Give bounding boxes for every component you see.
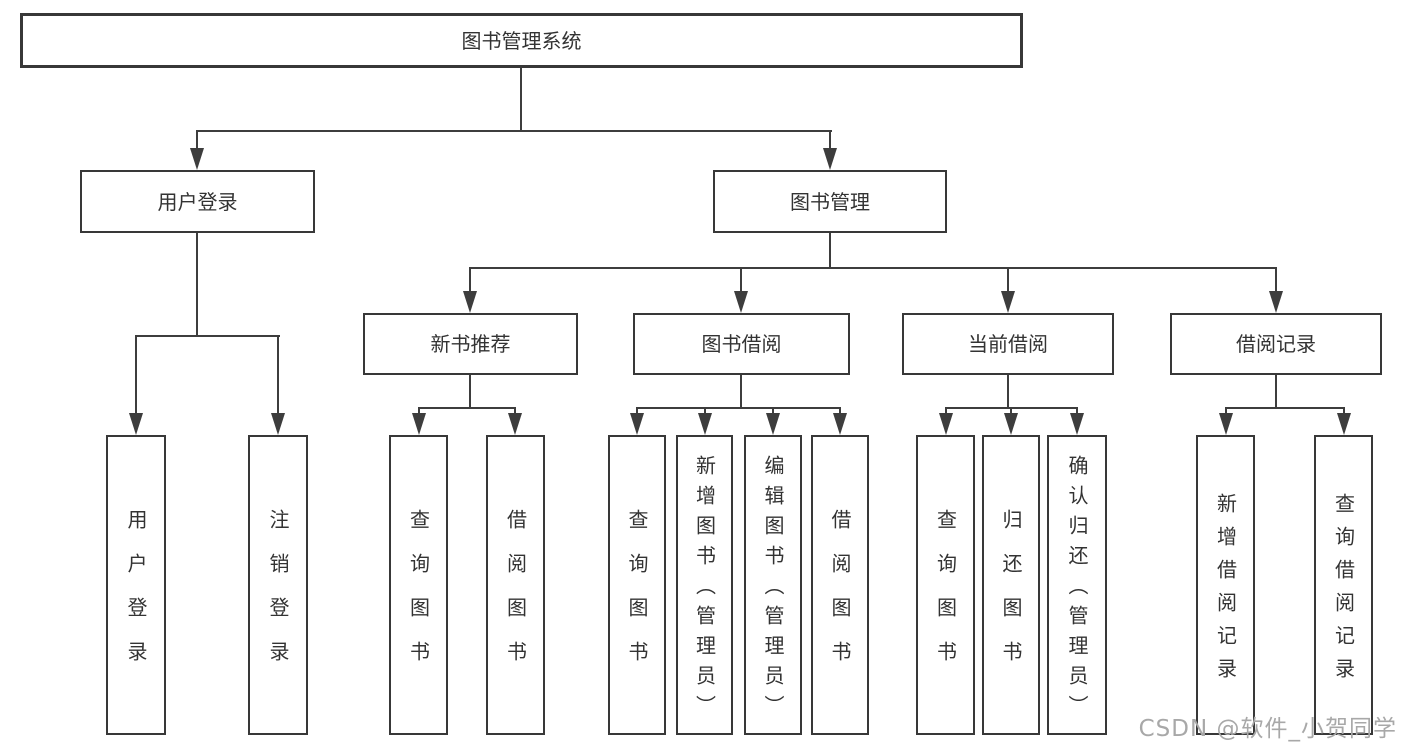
leaf-borrow-edit-books-admin: 编辑图书（管理员） — [744, 435, 802, 735]
leaf-current-query-books: 查询图书 — [916, 435, 975, 735]
leaf-current-query-books-label: 查询图书 — [933, 509, 958, 685]
arrowhead-recommend — [463, 291, 477, 313]
node-book-borrow-label: 图书借阅 — [701, 332, 782, 356]
arrowhead-user-login — [190, 148, 204, 170]
arrowhead-records-leaf1 — [1219, 413, 1233, 435]
node-book-management-label: 图书管理 — [790, 189, 870, 214]
arrowhead-current-leaf1 — [939, 413, 953, 435]
csdn-watermark: CSDN @软件_小贺同学 — [1138, 716, 1397, 742]
connector-current-stem — [1007, 375, 1009, 409]
arrowhead-borrow-leaf3 — [766, 413, 780, 435]
connector-records-bar — [1225, 407, 1345, 409]
arrowhead-records-leaf2 — [1337, 413, 1351, 435]
connector-recommend-bar — [418, 407, 516, 409]
arrowhead-borrow-leaf2 — [698, 413, 712, 435]
leaf-borrow-query-books: 查询图书 — [608, 435, 666, 735]
node-library-management-system: 图书管理系统 — [20, 13, 1023, 68]
leaf-borrow-add-books-admin: 新增图书（管理员） — [676, 435, 733, 735]
node-library-management-system-label: 图书管理系统 — [461, 28, 582, 53]
node-book-borrow: 图书借阅 — [633, 313, 850, 375]
connector-drop-user-login — [196, 130, 198, 150]
connector-drop-login-leaf1 — [135, 335, 137, 413]
leaf-user-login: 用户登录 — [106, 435, 166, 735]
leaf-records-query-record-label: 查询借阅记录 — [1331, 492, 1356, 691]
arrowhead-borrow-leaf4 — [833, 413, 847, 435]
arrowhead-book-management — [823, 148, 837, 170]
leaf-borrow-borrow-books: 借阅图书 — [811, 435, 869, 735]
connector-drop-current — [1007, 267, 1009, 293]
arrowhead-recommend-leaf2 — [508, 413, 522, 435]
leaf-current-return-books-label: 归还图书 — [999, 509, 1023, 685]
arrowhead-borrow-leaf1 — [630, 413, 644, 435]
leaf-current-confirm-return-admin-label: 确认归还（管理员） — [1065, 455, 1089, 725]
connector-drop-borrow-leaf1 — [636, 407, 638, 415]
connector-drop-borrow-leaf2 — [704, 407, 706, 415]
leaf-recommend-borrow-books: 借阅图书 — [486, 435, 545, 735]
leaf-records-add-record-label: 新增借阅记录 — [1213, 492, 1238, 691]
node-new-book-recommend-label: 新书推荐 — [430, 332, 511, 356]
leaf-borrow-add-books-admin-label: 新增图书（管理员） — [692, 455, 717, 725]
arrowhead-current — [1001, 291, 1015, 313]
connector-drop-recommend-leaf2 — [514, 407, 516, 415]
leaf-records-add-record: 新增借阅记录 — [1196, 435, 1255, 735]
connector-drop-book-management — [829, 130, 831, 150]
connector-user-login-stem — [196, 233, 198, 337]
connector-drop-current-leaf2 — [1010, 407, 1012, 415]
leaf-recommend-borrow-books-label: 借阅图书 — [503, 509, 528, 685]
leaf-borrow-edit-books-admin-label: 编辑图书（管理员） — [761, 455, 785, 725]
leaf-borrow-query-books-label: 查询图书 — [625, 509, 649, 685]
connector-root-stem — [520, 68, 522, 131]
leaf-logout-label: 注销登录 — [266, 509, 290, 685]
node-current-borrow: 当前借阅 — [902, 313, 1114, 375]
connector-drop-borrow — [740, 267, 742, 293]
leaf-current-confirm-return-admin: 确认归还（管理员） — [1047, 435, 1107, 735]
leaf-current-return-books: 归还图书 — [982, 435, 1040, 735]
connector-drop-records-leaf1 — [1225, 407, 1227, 415]
connector-drop-recommend-leaf1 — [418, 407, 420, 415]
connector-records-stem — [1275, 375, 1277, 409]
connector-drop-records-leaf2 — [1343, 407, 1345, 415]
node-borrow-records: 借阅记录 — [1170, 313, 1382, 375]
connector-drop-current-leaf1 — [945, 407, 947, 415]
connector-user-login-bar — [135, 335, 280, 337]
arrowhead-recommend-leaf1 — [412, 413, 426, 435]
leaf-recommend-query-books: 查询图书 — [389, 435, 448, 735]
connector-drop-current-leaf3 — [1076, 407, 1078, 415]
leaf-user-login-label: 用户登录 — [124, 509, 148, 685]
arrowhead-login-leaf2 — [271, 413, 285, 435]
leaf-recommend-query-books-label: 查询图书 — [406, 509, 431, 685]
leaf-logout: 注销登录 — [248, 435, 308, 735]
node-user-login-label: 用户登录 — [157, 189, 238, 214]
connector-borrow-stem — [740, 375, 742, 409]
arrowhead-records — [1269, 291, 1283, 313]
connector-drop-login-leaf2 — [277, 335, 279, 413]
arrowhead-current-leaf2 — [1004, 413, 1018, 435]
connector-root-bar — [196, 130, 832, 132]
node-user-login: 用户登录 — [80, 170, 315, 233]
leaf-records-query-record: 查询借阅记录 — [1314, 435, 1373, 735]
connector-drop-borrow-leaf4 — [839, 407, 841, 415]
node-new-book-recommend: 新书推荐 — [363, 313, 578, 375]
connector-book-management-bar — [469, 267, 1277, 269]
node-current-borrow-label: 当前借阅 — [968, 332, 1048, 356]
connector-book-management-stem — [829, 233, 831, 269]
connector-drop-records — [1275, 267, 1277, 293]
connector-recommend-stem — [469, 375, 471, 409]
node-borrow-records-label: 借阅记录 — [1236, 332, 1316, 356]
connector-borrow-bar — [636, 407, 841, 409]
connector-drop-recommend — [469, 267, 471, 293]
arrowhead-current-leaf3 — [1070, 413, 1084, 435]
node-book-management: 图书管理 — [713, 170, 947, 233]
leaf-borrow-borrow-books-label: 借阅图书 — [828, 509, 852, 685]
arrowhead-login-leaf1 — [129, 413, 143, 435]
connector-drop-borrow-leaf3 — [772, 407, 774, 415]
arrowhead-borrow — [734, 291, 748, 313]
